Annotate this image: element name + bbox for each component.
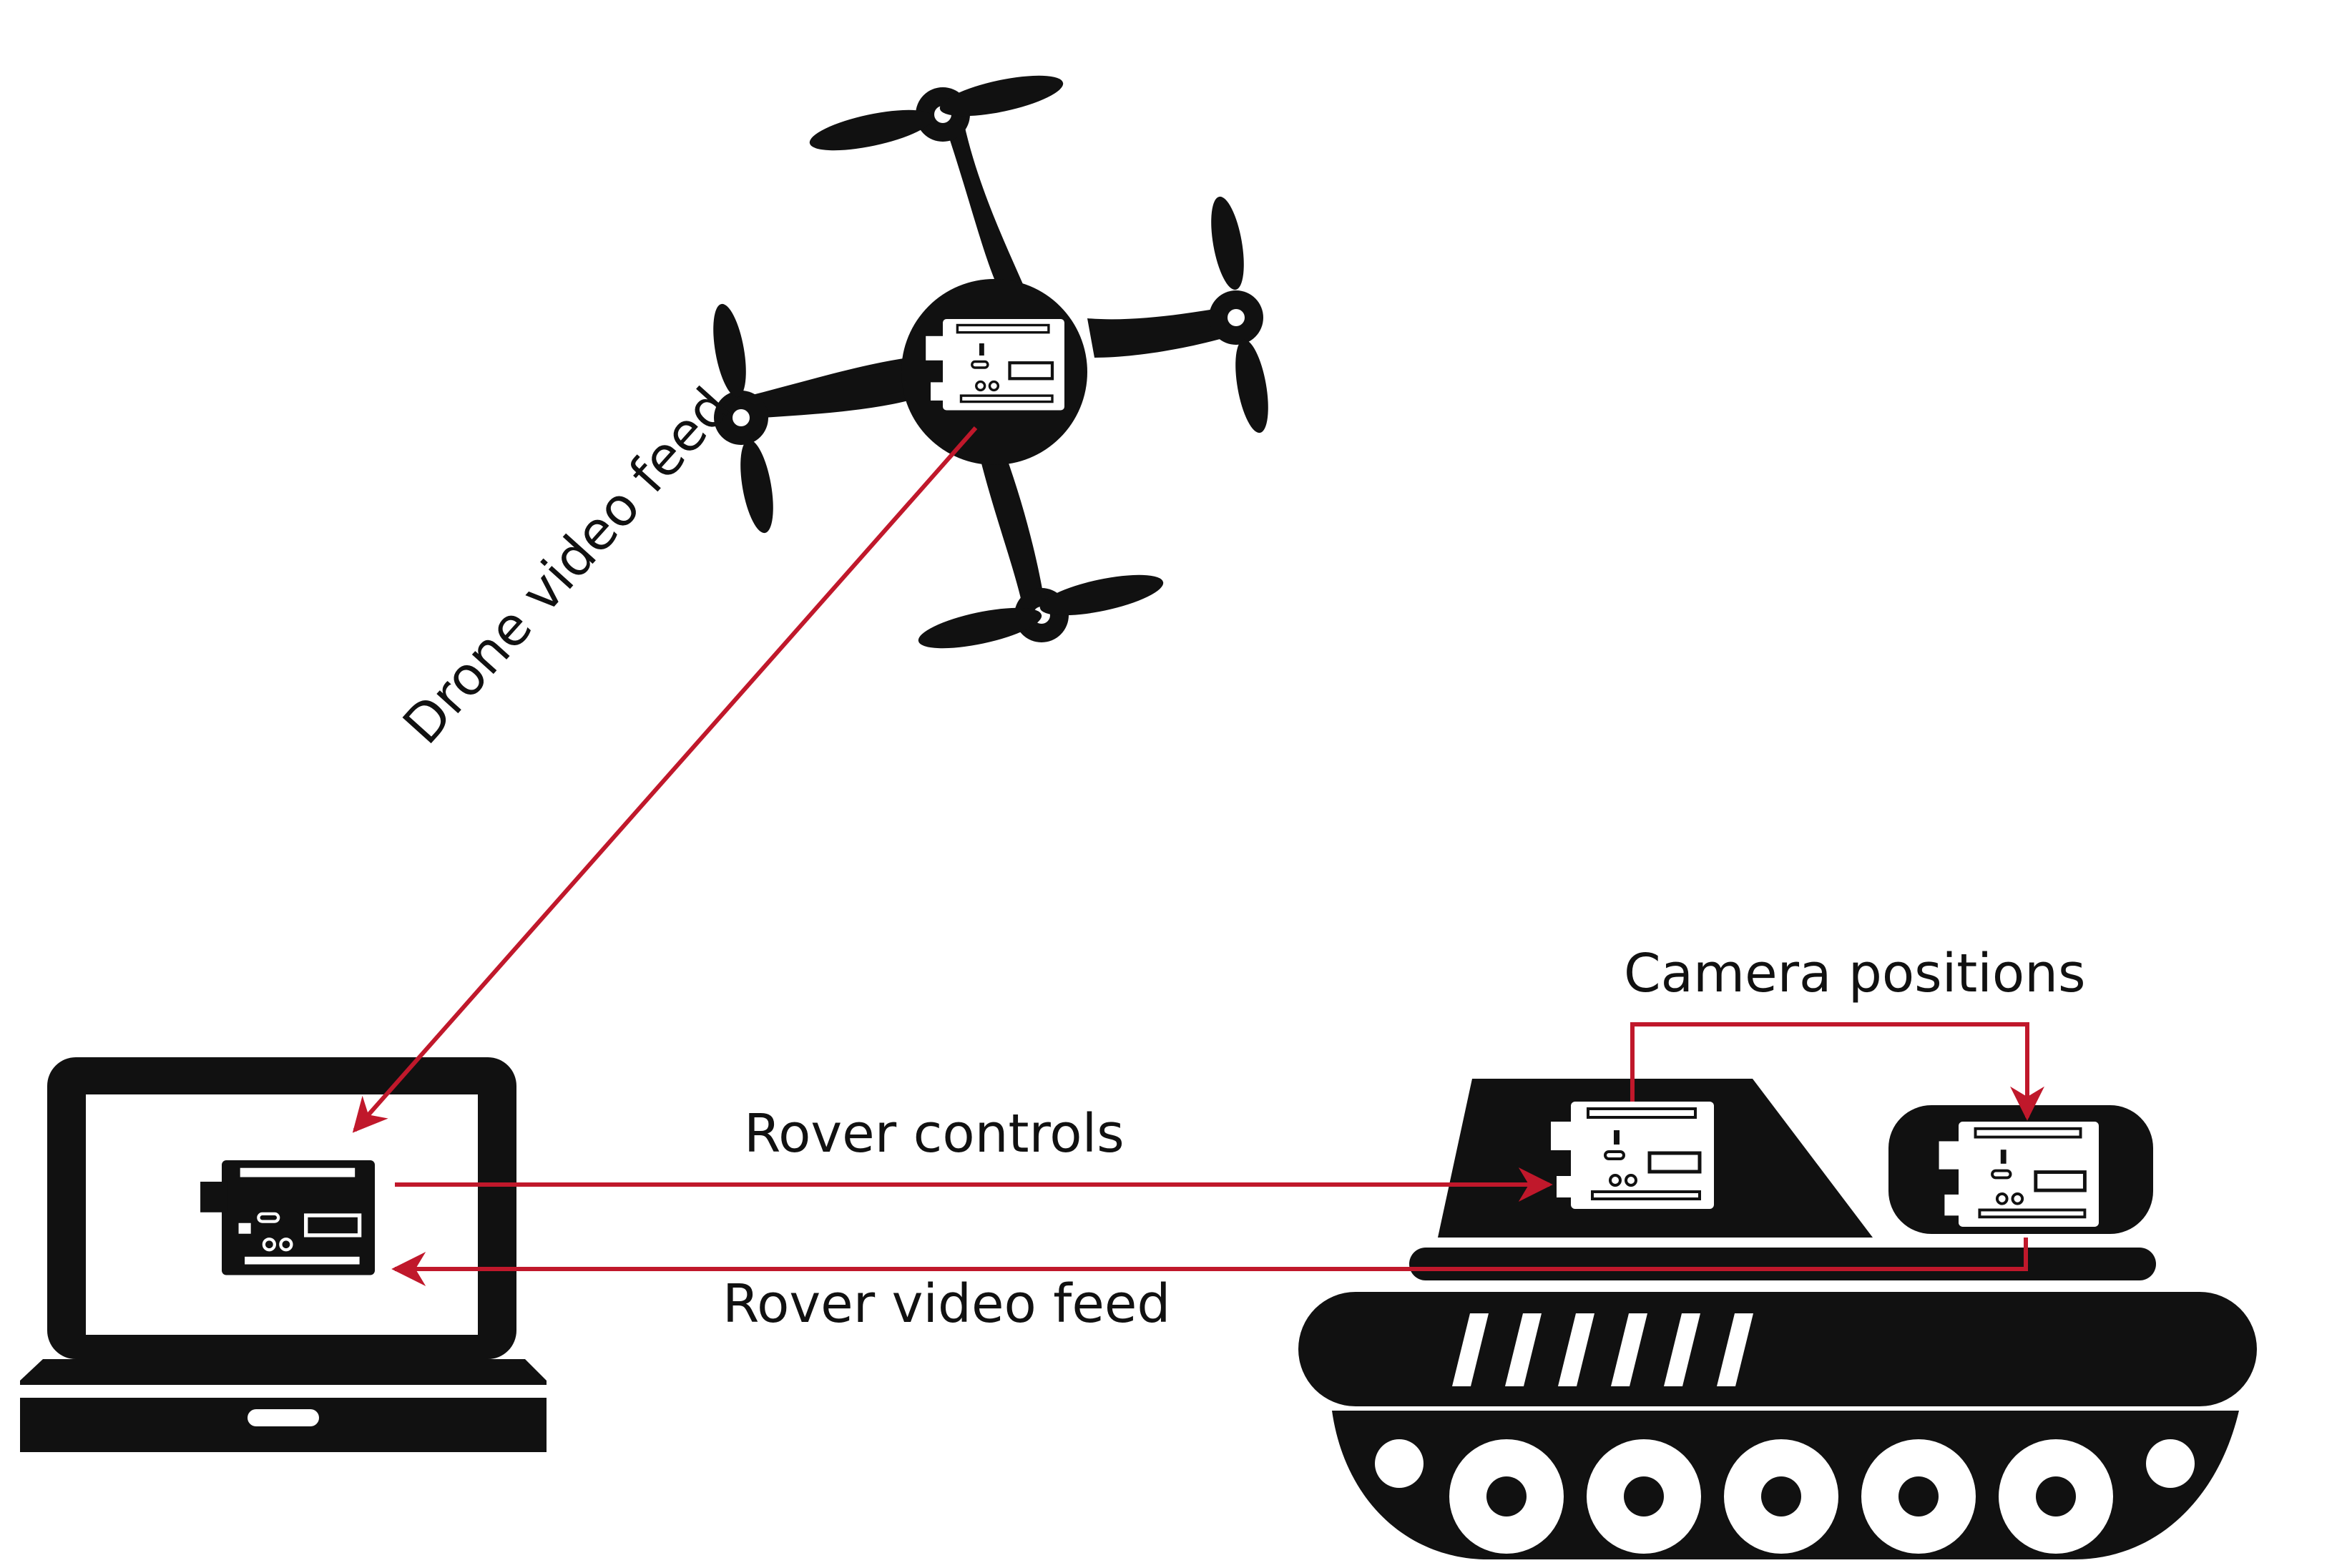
camera-positions-label: Camera positions — [1624, 943, 2086, 1004]
drone-video-feed-arrow — [352, 426, 978, 1133]
arduino-board-icon — [1551, 1102, 1714, 1209]
rover-video-feed-arrow — [391, 1238, 2028, 1286]
rover-controls-label: Rover controls — [744, 1103, 1125, 1165]
arduino-board-icon — [200, 1160, 375, 1275]
arduino-board-icon — [926, 319, 1064, 411]
tank-rover-icon — [1298, 1079, 2257, 1559]
camera-positions-arrow — [1630, 1022, 2044, 1121]
drone-icon — [713, 75, 1268, 649]
arduino-board-icon — [1939, 1122, 2099, 1227]
rover-video-feed-label: Rover video feed — [722, 1273, 1171, 1335]
arrows — [352, 426, 2044, 1286]
laptop-icon — [20, 1057, 547, 1452]
